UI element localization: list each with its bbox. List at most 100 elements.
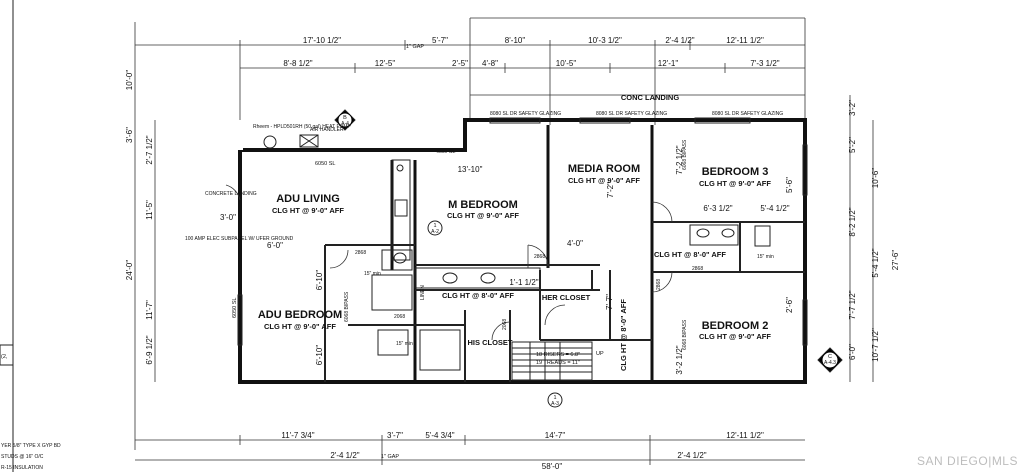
dim-inner-2: 6'-0" [267, 241, 283, 250]
dim-bottom-7: 2'-4 1/2" [677, 451, 706, 460]
slider-2: 8080 SL DR SAFETY GLAZING [596, 111, 667, 117]
room-hall-clg: CLG HT @ 8'-0" AFF [619, 299, 628, 371]
left-title-block: (2, YER 5/8" TYPE X GYP BD STUDS @ 16" O… [0, 0, 61, 472]
dim-top-5: 2'-4 1/2" [665, 36, 694, 45]
heat-pump-note: Rheem - HPLD501RH (50 gal) HEAT PUMP [253, 124, 352, 130]
marker-c-sub: A-4.3 [824, 360, 836, 366]
misc-labels: CONC LANDING 1" GAP 1" GAP 18 RISERS = 6… [185, 44, 783, 460]
window-6050-a: 6050 SL [315, 161, 336, 167]
room-media-clg: CLG HT @ 9'-0" AFF [568, 176, 640, 185]
room-m-bedroom: M BEDROOM [448, 199, 518, 211]
door-2868-d: 2868 [656, 279, 662, 290]
dim-bottom-4: 14'-7" [545, 431, 566, 440]
room-m-bedroom-clg: CLG HT @ 9'-0" AFF [447, 211, 519, 220]
dim-left-6: 11'-7" [145, 300, 154, 320]
stairs [511, 341, 593, 381]
sink-icon [721, 228, 735, 238]
mls-watermark: SAN DIEGO|MLS [917, 454, 1018, 468]
dim-inner-5: 4'-0" [567, 239, 583, 248]
room-bedroom-2: BEDROOM 2 [702, 320, 769, 332]
dim-right-7: 7'-7 1/2" [848, 290, 857, 319]
dim-inner-8: 6'-3 1/2" [703, 204, 732, 213]
room-adu-living: ADU LIVING [276, 193, 340, 205]
dim-right-2: 5'-2" [848, 137, 857, 153]
dim-bottom-2: 3'-7" [387, 431, 403, 440]
left-mark: (2, [1, 354, 8, 360]
room-bedroom-3: BEDROOM 3 [702, 166, 769, 178]
stove-icon [396, 164, 404, 172]
dim-bottom-total: 58'-0" [542, 462, 563, 471]
sink-icon [442, 272, 458, 284]
subpanel-note: 100 AMP ELEC SUBPANEL W/ UFER GROUND [185, 236, 294, 242]
marker-2: 1 [553, 395, 556, 401]
left-note-2: STUDS @ 16" O/C [1, 454, 44, 460]
dim-top-13: 7'-3 1/2" [750, 59, 779, 68]
dim-top-1: 17'-10 1/2" [303, 36, 341, 45]
room-bedroom-2-clg: CLG HT @ 9'-0" AFF [699, 332, 771, 341]
room-adu-bedroom: ADU BEDROOM [258, 309, 342, 321]
risers-note: 18 RISERS = 6.8" [536, 352, 580, 358]
door-2068-a: 2068 [394, 314, 405, 320]
dim-bottom-3: 5'-4 3/4" [425, 431, 454, 440]
dim-top-12: 12'-1" [658, 59, 679, 68]
vanity-counter [381, 249, 413, 271]
door-2068-b: 2068 [502, 319, 508, 330]
bypass-2: 6068 BIPASS [682, 139, 688, 170]
vanity-counter [689, 224, 739, 246]
gap-top: 1" GAP [406, 44, 424, 50]
min-15-a: 15" min [364, 271, 381, 277]
marker-b-sub: A-4 [341, 121, 349, 127]
concrete-landing: CONCRETE LANDING [205, 191, 257, 197]
dim-inner-14: 6'-10" [315, 345, 324, 366]
marker-1-sub: A-2 [431, 229, 439, 235]
min-15-b: 15" min [396, 341, 413, 347]
stair-up: UP [596, 351, 604, 357]
vanity-counter [414, 267, 541, 289]
dim-right-1: 3'-2" [848, 100, 857, 116]
dim-inner-12: 5'-6" [785, 177, 794, 193]
dim-top-10: 4'-8" [482, 59, 498, 68]
slider-1: 8080 SL DR SAFETY GLAZING [490, 111, 561, 117]
exterior-walls [237, 118, 807, 384]
dim-top-9: 2'-5" [452, 59, 468, 68]
door-2868-c: 2868 [692, 266, 703, 272]
marker-1: 1 [433, 223, 436, 229]
room-adu-bedroom-clg: CLG HT @ 9'-0" AFF [264, 322, 336, 331]
dim-top-3: 8'-10" [505, 36, 526, 45]
linen-note: LINEN [420, 285, 426, 300]
dim-top-6: 12'-11 1/2" [726, 36, 764, 45]
dim-bottom-1: 11'-7 3/4" [281, 431, 314, 440]
gap-bottom: 1" GAP [381, 454, 399, 460]
dim-left-5: 24'-0" [125, 260, 134, 281]
dim-inner-1: 13'-10" [458, 165, 483, 174]
dim-inner-11: 3'-2 1/2" [675, 345, 684, 374]
room-bedroom-3-clg: CLG HT @ 9'-0" AFF [699, 179, 771, 188]
dim-inner-15: 7'-2" [606, 182, 615, 198]
left-note-3: R-15 INSULATION [1, 465, 43, 471]
marker-c: C [828, 354, 832, 360]
doors [225, 117, 808, 346]
dim-left-7: 6'-9 1/2" [145, 335, 154, 364]
shower-icon [371, 274, 413, 311]
sink-icon [696, 228, 710, 238]
sink-icon [480, 272, 496, 284]
min-15-c: 15" min [757, 254, 774, 260]
dim-inner-13: 2'-6" [785, 297, 794, 313]
dim-right-4: 8'-2 1/2" [848, 207, 857, 236]
door-2868-b: 2868 [534, 254, 545, 260]
section-markers: B A-4 C A-4.3 1 A-2 1 A-3 [334, 109, 843, 408]
dims-inner: 13'-10" 6'-0" 3'-0" 6'-10" 4'-0" 1'-1 1/… [220, 145, 794, 374]
air-handler-note: AIR HANDLER [310, 127, 344, 133]
dim-inner-9: 5'-4 1/2" [760, 204, 789, 213]
window-4050: 4050 SL [435, 149, 456, 155]
dim-right-8: 6'-0" [848, 344, 857, 360]
dim-top-8: 12'-5" [375, 59, 396, 68]
dim-right-5: 5'-4 1/2" [871, 248, 880, 277]
dims-left: 10'-0" 3'-6" 2'-7 1/2" 11'-5" 24'-0" 11'… [125, 70, 154, 365]
door-2868-a: 2868 [355, 250, 366, 256]
room-bath-clg: CLG HT @ 8'-0" AFF [442, 291, 514, 300]
room-adu-living-clg: CLG HT @ 9'-0" AFF [272, 206, 344, 215]
dim-left-3: 2'-7 1/2" [145, 135, 154, 164]
room-labels: ADU LIVING CLG HT @ 9'-0" AFF ADU BEDROO… [258, 163, 772, 371]
